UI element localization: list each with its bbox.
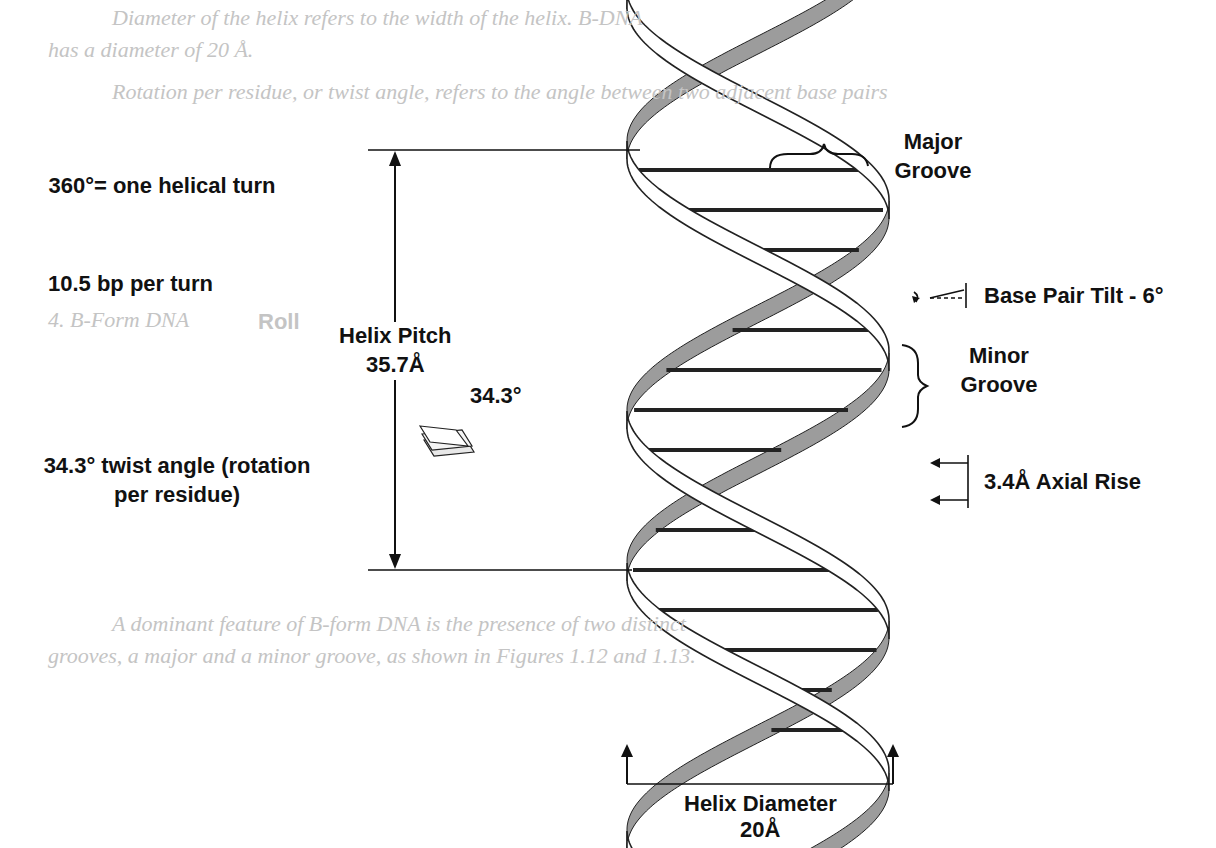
groove-label: Major Groove [878, 128, 988, 185]
strand-front [627, 831, 651, 848]
base-pair [647, 448, 781, 452]
strand-front [627, 411, 889, 639]
watermark-text: Diameter of the helix refers to the widt… [112, 4, 643, 33]
minor-groove-brace [902, 345, 927, 427]
watermark-text: Roll [258, 308, 300, 337]
arrowhead [930, 458, 940, 468]
rise-label: 3.4Å Axial Rise [984, 468, 1141, 497]
arrowhead [930, 495, 940, 505]
watermark-text: grooves, a major and a minor groove, as … [48, 642, 696, 671]
arrowhead [389, 554, 401, 569]
base-pair [771, 728, 848, 732]
groove-label: Minor Groove [944, 342, 1054, 399]
watermark-text: has a diameter of 20 Å. [48, 36, 253, 65]
twist-label: 34.3° twist angle (rotation per residue) [42, 452, 312, 509]
rise-bar [967, 455, 969, 508]
major-groove-brace [770, 144, 868, 168]
tilt-label: Base Pair Tilt - 6° [984, 282, 1164, 311]
base-pair [682, 208, 883, 212]
diameter-base [627, 783, 893, 784]
strand-front [627, 0, 889, 219]
tilt-line [930, 290, 964, 298]
watermark-text: A dominant feature of B-form DNA is the … [112, 610, 686, 639]
bp-label: 10.5 bp per turn [48, 270, 213, 299]
base-pair [633, 568, 836, 572]
diameter-value: 20Å [740, 816, 780, 845]
turn-label: 360°= one helical turn [42, 172, 282, 201]
base-pair [656, 528, 764, 532]
arrowhead [887, 744, 899, 757]
base-pair [639, 168, 862, 172]
angle-label: 34.3° [470, 382, 522, 411]
base-pair [716, 648, 876, 652]
base-pair [634, 408, 848, 412]
base-pair [656, 608, 878, 612]
watermark-text: Rotation per residue, or twist angle, re… [112, 78, 888, 107]
watermark-text: 4. B-Form DNA [48, 306, 189, 335]
strand-front [627, 563, 889, 791]
arrowhead [912, 296, 920, 303]
diameter-label: Helix Diameter [684, 790, 837, 819]
base-pair [666, 368, 881, 372]
plate-icon [420, 426, 474, 456]
strand-front [627, 141, 889, 371]
pitch-bottom-line [368, 569, 632, 571]
pitch-value: 35.7Å [362, 351, 429, 380]
arrowhead [389, 151, 401, 166]
pitch-top-line [368, 149, 640, 151]
tilt-bar [965, 283, 967, 308]
arrowhead [621, 744, 633, 757]
base-pair [733, 328, 870, 332]
pitch-label: Helix Pitch [335, 322, 455, 351]
